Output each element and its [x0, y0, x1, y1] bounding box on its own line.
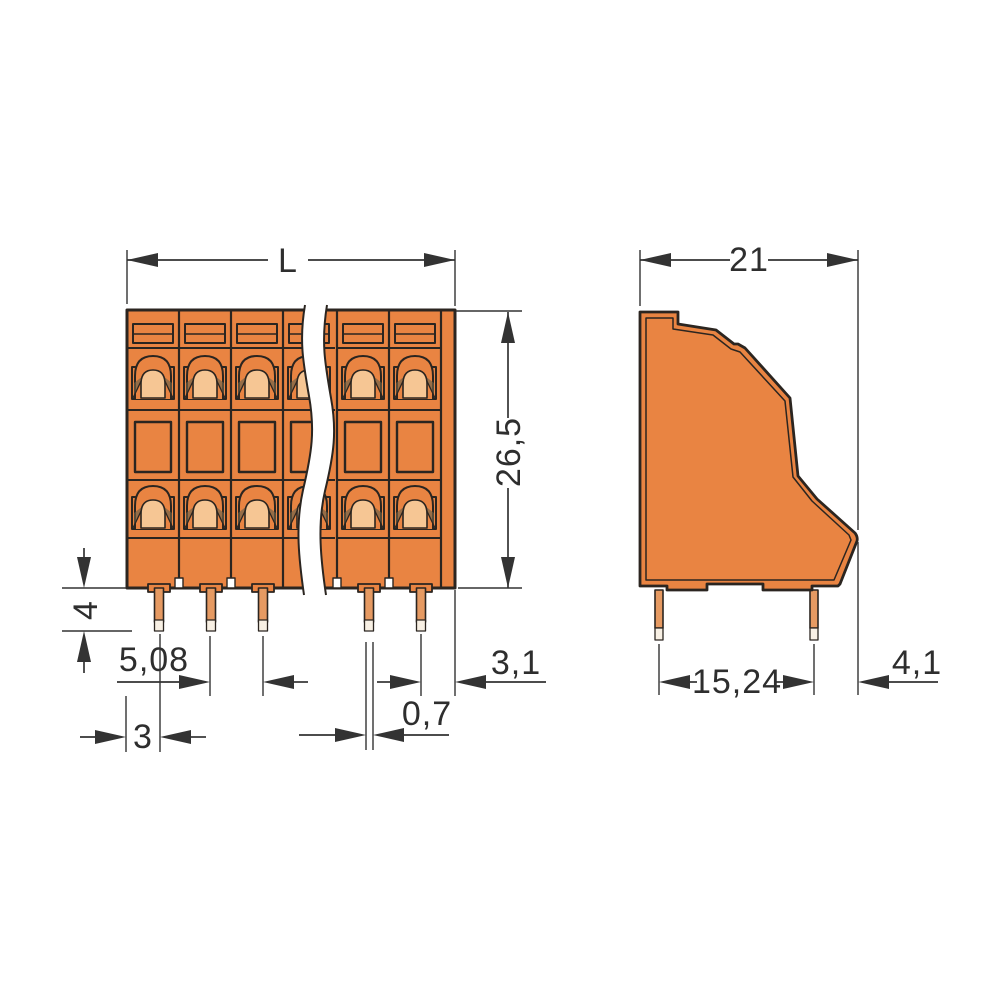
dim-height: 26,5	[456, 310, 528, 589]
arrowhead	[783, 675, 814, 689]
dim-total-length-label: L	[278, 242, 298, 280]
solder-pin	[409, 583, 433, 632]
bottom-notch	[332, 577, 342, 589]
arrowhead	[390, 675, 421, 689]
dim-depth: 21	[639, 241, 859, 530]
arrowhead	[77, 557, 91, 588]
front-view	[125, 303, 457, 632]
arrowhead	[95, 730, 126, 744]
solder-pin	[199, 583, 223, 632]
arrowhead	[501, 557, 515, 588]
solder-pin-tip	[654, 627, 664, 641]
dim-pitch-label: 5,08	[119, 641, 189, 679]
dim-pitch: 5,08	[117, 636, 308, 696]
arrowhead	[77, 631, 91, 662]
dim-rear-overhang-label: 4,1	[892, 644, 942, 682]
dim-pin-length-label: 4	[67, 600, 105, 620]
dim-pin-to-edge-label: 3,1	[491, 644, 541, 682]
segment-boundaries	[177, 310, 443, 588]
arrowhead	[858, 675, 889, 689]
arrowhead	[127, 253, 158, 267]
arrowhead	[659, 675, 690, 689]
arrowhead	[640, 253, 671, 267]
dim-pin-width: 0,7	[299, 642, 452, 750]
arrowhead	[179, 675, 210, 689]
solder-pin	[251, 583, 275, 632]
dim-depth-label: 21	[729, 241, 769, 279]
side-body-profile	[638, 310, 859, 592]
dim-pin-length: 4	[62, 548, 132, 673]
arrowhead	[501, 312, 515, 343]
dim-pin-width-label: 0,7	[402, 695, 452, 733]
arrowhead	[263, 675, 294, 689]
dim-height-label: 26,5	[490, 417, 528, 487]
arrowhead	[455, 675, 486, 689]
solder-pin-tip	[809, 627, 819, 641]
arrowhead	[827, 253, 858, 267]
dim-total-length: L	[126, 242, 456, 306]
dim-pin-row-spacing-label: 15,24	[692, 663, 782, 701]
arrowhead	[424, 253, 455, 267]
bottom-notch	[226, 577, 236, 589]
arrowhead	[335, 728, 366, 742]
dim-edge-to-pin: 3	[80, 634, 206, 756]
solder-pin	[357, 583, 381, 632]
side-body-inner-line	[645, 317, 852, 581]
break-symbol	[297, 303, 336, 597]
bottom-notch	[174, 577, 184, 589]
solder-pin	[809, 589, 819, 629]
dim-pin-to-edge: 3,1	[377, 590, 546, 696]
dim-pin-row-spacing: 15,24	[658, 644, 815, 701]
solder-pin	[654, 589, 664, 629]
arrowhead	[373, 728, 404, 742]
dimensions: L 26,5 4	[62, 241, 942, 756]
dim-edge-to-pin-label: 3	[133, 718, 153, 756]
side-view	[638, 310, 859, 641]
arrowhead	[160, 730, 191, 744]
solder-pin	[147, 583, 171, 632]
dim-rear-overhang: 4,1	[857, 542, 942, 695]
bottom-notch	[384, 577, 394, 589]
